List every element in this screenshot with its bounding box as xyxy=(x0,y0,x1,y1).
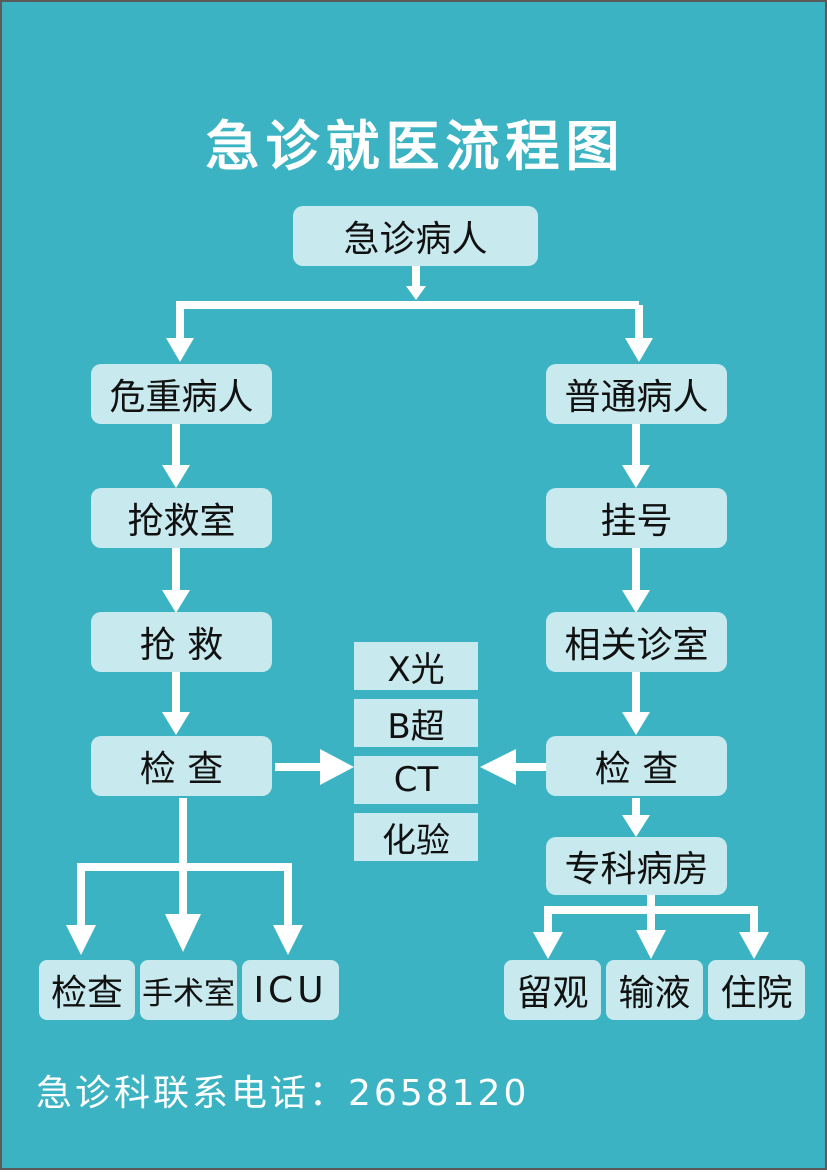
node-exam-left: 检 查 xyxy=(91,736,272,796)
node-exam-right: 检 查 xyxy=(546,736,727,796)
outcome-right: 住院 xyxy=(708,960,805,1020)
outcome-left: ICU xyxy=(242,960,339,1020)
outcome-right: 留观 xyxy=(504,960,601,1020)
exam-item: X光 xyxy=(354,642,478,690)
node-registration: 挂号 xyxy=(546,488,727,548)
node-general-patient: 普通病人 xyxy=(546,364,727,424)
contact-label: 急诊科联系电话： xyxy=(36,1073,349,1114)
node-dept-clinic: 相关诊室 xyxy=(546,612,727,672)
page-title: 急诊就医流程图 xyxy=(205,115,626,178)
exam-item: CT xyxy=(354,756,478,804)
exam-item: B超 xyxy=(354,699,478,747)
node-specialist-ward: 专科病房 xyxy=(546,837,727,895)
contact-line: 急诊科联系电话：2658120 xyxy=(36,1064,529,1116)
node-resuscitation: 抢 救 xyxy=(91,612,272,672)
outcome-left: 手术室 xyxy=(140,960,237,1020)
node-emergency-patient: 急诊病人 xyxy=(293,206,538,266)
contact-number: 2658120 xyxy=(348,1073,530,1114)
outcome-right: 输液 xyxy=(606,960,703,1020)
node-critical-patient: 危重病人 xyxy=(91,364,272,424)
outcome-left: 检查 xyxy=(39,960,135,1020)
exam-item: 化验 xyxy=(354,813,478,861)
node-resuscitation-room: 抢救室 xyxy=(91,488,272,548)
